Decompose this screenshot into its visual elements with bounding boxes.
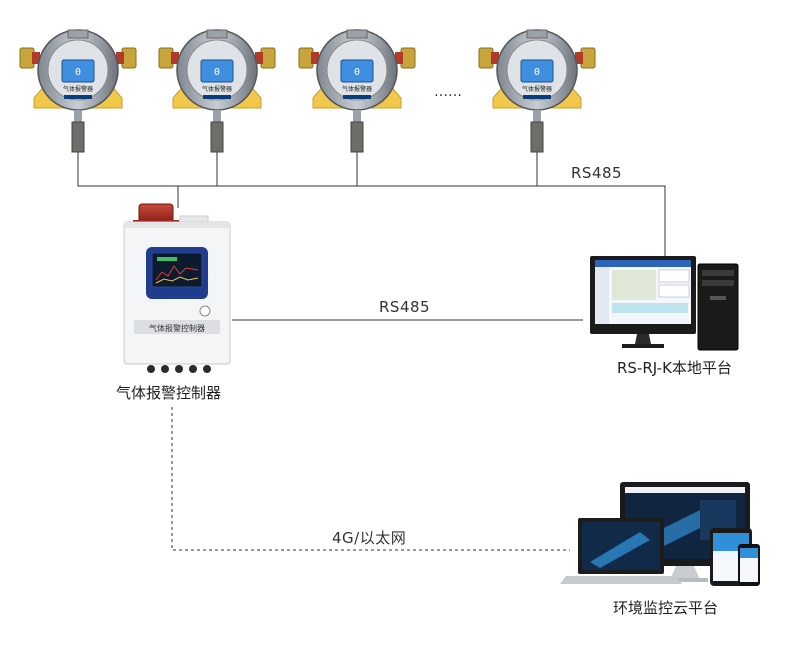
detector-label: 气体报警器 <box>63 85 93 93</box>
cloud-dashed-line <box>171 407 570 551</box>
rs485-controller-pc-label: RS485 <box>379 298 431 316</box>
left-gland <box>298 47 314 69</box>
cable-glands <box>147 365 211 373</box>
gas-detector-4: 0 气体报警器 <box>478 29 596 153</box>
local-pc <box>590 256 739 351</box>
detector-display <box>340 59 374 83</box>
right-gland <box>400 47 416 69</box>
detector-label: 气体报警器 <box>342 85 372 93</box>
svg-text:0: 0 <box>75 67 81 78</box>
cloud-devices <box>560 482 760 586</box>
detector-display <box>61 59 95 83</box>
controller-knob <box>199 305 211 317</box>
rs485-bus-line <box>77 152 666 262</box>
alarm-light <box>138 203 174 223</box>
sensor-probe <box>350 121 364 153</box>
left-gland <box>478 47 494 69</box>
right-gland <box>580 47 596 69</box>
detector-ellipsis: …… <box>434 84 462 100</box>
cloud-link-label: 4G/以太网 <box>332 529 407 547</box>
connection-lines <box>77 152 666 551</box>
detector-display <box>200 59 234 83</box>
controller-label: 气体报警控制器 <box>116 384 222 402</box>
pc-tower <box>697 263 739 351</box>
sensor-probe <box>210 121 224 153</box>
gas-detector-2: 0 气体报警器 <box>158 29 276 153</box>
right-gland <box>260 47 276 69</box>
gas-detector-3: 0 气体报警器 <box>298 29 416 153</box>
rs485-bus-label: RS485 <box>571 164 623 182</box>
cloud-platform-label: 环境监控云平台 <box>613 599 719 617</box>
svg-text:0: 0 <box>354 67 360 78</box>
svg-text:0: 0 <box>214 67 220 78</box>
left-gland <box>19 47 35 69</box>
svg-text:0: 0 <box>534 67 540 78</box>
detector-display <box>520 59 554 83</box>
gas-detector-1: 0 气体报警器 <box>19 29 137 153</box>
detector-label: 气体报警器 <box>522 85 552 93</box>
detector-label: 气体报警器 <box>202 85 232 93</box>
local-platform-label: RS-RJ-K本地平台 <box>617 359 732 377</box>
left-gland <box>158 47 174 69</box>
sensor-probe <box>530 121 544 153</box>
sensor-probe <box>71 121 85 153</box>
gas-alarm-controller: 气体报警控制器 <box>123 203 231 373</box>
controller-panel-text: 气体报警控制器 <box>149 323 205 333</box>
right-gland <box>121 47 137 69</box>
